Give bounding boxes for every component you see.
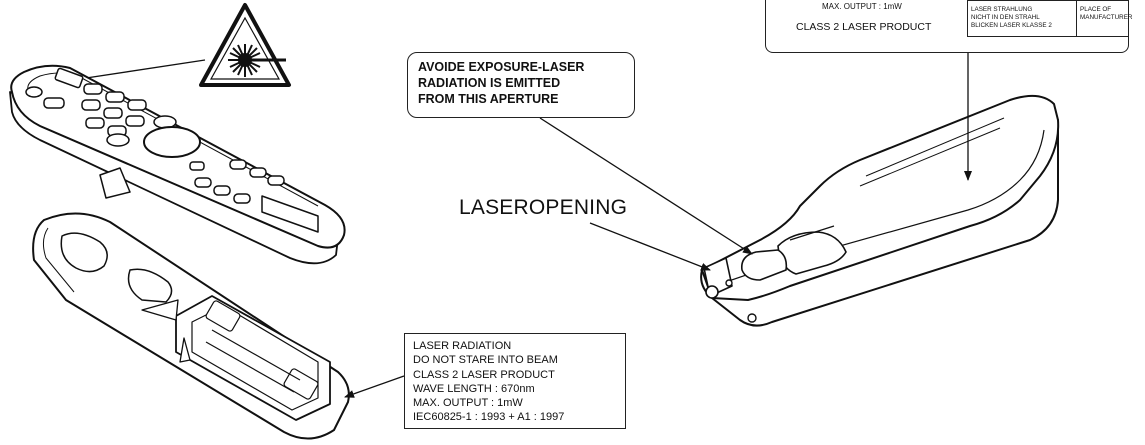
class-2-product-label: MAX. OUTPUT : 1mW CLASS 2 LASER PRODUCT … [765,0,1132,53]
german-warning-text: LASER STRAHLUNG NICHT IN DEN STRAHL BLIC… [971,6,1052,30]
warning-label-line: IEC60825-1 : 1993 + A1 : 1997 [413,411,565,424]
german-warning-line: LASER STRAHLUNG [971,6,1033,13]
remote-control-bottom [32,212,350,440]
max-output-text: MAX. OUTPUT : 1mW [822,2,902,11]
hazard-pointer-line [72,59,206,81]
warning-label-line: DO NOT STARE INTO BEAM [413,354,558,367]
manufacturer-line: MANUFACTURER [1080,14,1133,21]
aperture-label-line: FROM THIS APERTURE [418,92,559,106]
class-product-text: CLASS 2 LASER PRODUCT [796,21,932,33]
german-warning-line: NICHT IN DEN STRAHL [971,14,1040,21]
warning-label-line: MAX. OUTPUT : 1mW [413,397,523,410]
class-label-table: LASER STRAHLUNG NICHT IN DEN STRAHL BLIC… [967,0,1132,37]
aperture-warning-label: AVOIDE EXPOSURE-LASER RADIATION IS EMITT… [407,52,635,118]
laser-hazard-icon [199,3,291,87]
warning-pointer-arrow [344,375,405,398]
warning-label-line: CLASS 2 LASER PRODUCT [413,368,555,381]
remote-control-top [9,64,346,265]
laser-pointer-device [700,94,1060,327]
aperture-label-line: RADIATION IS EMITTED [418,76,561,90]
aperture-pointer-arrow [539,117,753,255]
aperture-label-line: AVOIDE EXPOSURE-LASER [418,60,585,74]
manufacturer-text: PLACE OF MANUFACTURER [1080,6,1132,22]
opening-pointer-arrow [589,222,711,271]
warning-label-line: WAVE LENGTH : 670nm [413,382,535,395]
laser-radiation-warning-label: LASER RADIATION DO NOT STARE INTO BEAM C… [404,333,626,429]
class-label-main-panel: MAX. OUTPUT : 1mW CLASS 2 LASER PRODUCT [766,0,962,52]
table-divider [968,0,1129,1]
laser-opening-callout: LASEROPENING [459,196,628,219]
warning-label-line: LASER RADIATION [413,340,512,352]
german-warning-line: BLICKEN LASER KLASSE 2 [971,22,1052,29]
manufacturer-line: PLACE OF [1080,6,1112,13]
table-divider [1076,0,1077,36]
